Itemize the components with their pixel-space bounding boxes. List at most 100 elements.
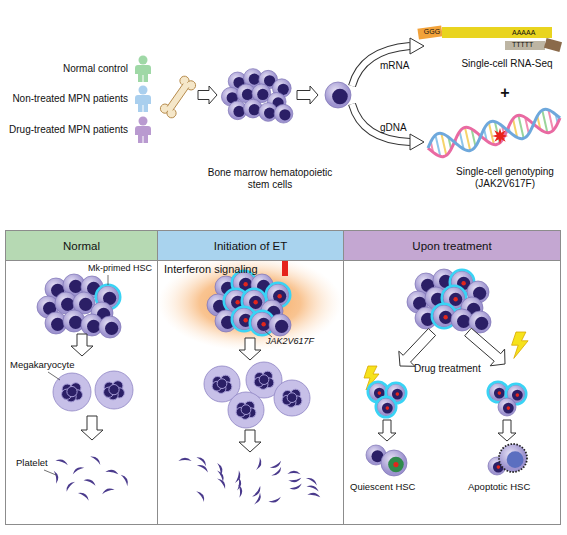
panel-column: Normal <box>5 230 158 525</box>
leg-gap <box>143 136 144 143</box>
annotation-label: Drug-treated MPN patients <box>0 124 128 136</box>
platelet <box>197 463 210 473</box>
mk-nucleus-lobe <box>287 393 297 403</box>
panel-header: Normal <box>6 231 157 261</box>
nucleus <box>503 403 514 414</box>
platelet <box>178 458 191 461</box>
cell-body <box>498 398 516 416</box>
mutation-burst <box>492 128 508 144</box>
mutation-dot <box>453 297 457 301</box>
hsc-cell <box>99 316 121 338</box>
panel-art <box>37 252 528 506</box>
cell-body <box>274 104 293 123</box>
block-arrow <box>378 420 396 441</box>
person-icon <box>135 56 151 83</box>
mutation-dot <box>378 391 382 395</box>
base-pair <box>465 127 470 150</box>
cell-body <box>325 82 351 108</box>
hsc-cell <box>499 444 527 472</box>
leg-gap <box>143 75 144 82</box>
annotation-label: Quiescent HSC <box>350 482 430 493</box>
platelet <box>268 497 282 505</box>
nucleus <box>69 280 82 293</box>
mutation-dot <box>497 465 501 469</box>
megakaryocyte <box>228 392 264 428</box>
megakaryocyte <box>274 380 310 416</box>
mutation-dot <box>235 300 239 304</box>
mrna-bar <box>442 27 552 38</box>
mutation-dot <box>277 294 281 298</box>
cyan-ring <box>376 397 396 417</box>
platelet <box>64 480 75 492</box>
nucleus <box>257 318 270 331</box>
mk-body <box>274 380 310 416</box>
leg-gap <box>143 105 144 112</box>
platelet <box>196 489 206 502</box>
mutation-dot <box>243 282 247 286</box>
nucleus <box>51 318 64 331</box>
platelet <box>84 477 97 486</box>
hsc-cluster <box>407 269 491 333</box>
block-arrow <box>81 416 103 440</box>
hsc-cell <box>274 104 293 123</box>
annotation-label: GGG <box>420 28 444 36</box>
leader-line <box>44 470 56 475</box>
mk-nucleus-lobe <box>109 384 119 394</box>
mk-body <box>95 371 133 409</box>
platelet <box>55 458 69 466</box>
annotation-label: Non-treated MPN patients <box>0 93 128 105</box>
person-body <box>135 95 151 112</box>
platelet <box>217 462 224 476</box>
workflow <box>135 25 562 156</box>
hsc-cluster <box>37 274 121 338</box>
nucleus <box>242 89 253 100</box>
megakaryocyte <box>95 371 133 409</box>
mk-body <box>228 392 264 428</box>
platelet <box>256 457 263 471</box>
nucleus <box>105 322 118 335</box>
hsc-cluster <box>207 271 291 336</box>
base-pair <box>542 110 547 133</box>
hsc-cell <box>269 314 291 336</box>
annotation-label: AAAAA <box>512 29 548 37</box>
block-arrow <box>498 420 516 441</box>
platelet <box>71 465 84 474</box>
hsc-cluster <box>221 69 292 123</box>
base-pair <box>518 115 523 138</box>
cell-body <box>269 314 291 336</box>
block-arrow <box>71 334 93 356</box>
nucleus <box>87 320 100 333</box>
mutation-dot <box>498 391 502 395</box>
platelet <box>306 476 319 486</box>
mk-nucleus-lobe <box>241 405 251 415</box>
platelet <box>252 486 263 498</box>
block-arrow <box>465 328 505 366</box>
nucleus <box>332 89 348 105</box>
person-body <box>135 126 151 143</box>
leader-line <box>108 275 109 285</box>
mutation-dot <box>396 392 400 396</box>
person-head <box>139 117 148 126</box>
mk-nucleus-lobe <box>217 379 227 389</box>
nucleus <box>249 296 262 309</box>
platelet <box>235 470 242 484</box>
platelet <box>90 454 102 465</box>
person-head <box>139 86 148 95</box>
leader-line <box>48 372 60 380</box>
bone-shaft <box>165 81 190 113</box>
mutation-dot <box>386 406 390 410</box>
annotation-label: Mk-primed HSC <box>88 263 158 273</box>
platelet <box>196 455 208 466</box>
mutation-dot <box>243 318 247 322</box>
nucleus <box>388 457 404 473</box>
platelet <box>105 469 119 475</box>
bone-edge <box>167 84 183 107</box>
nucleus <box>475 317 488 330</box>
nucleus <box>392 389 403 400</box>
nucleus <box>79 298 92 311</box>
platelet <box>54 470 60 484</box>
nucleus <box>439 311 452 324</box>
lightning-bolt <box>512 332 528 358</box>
